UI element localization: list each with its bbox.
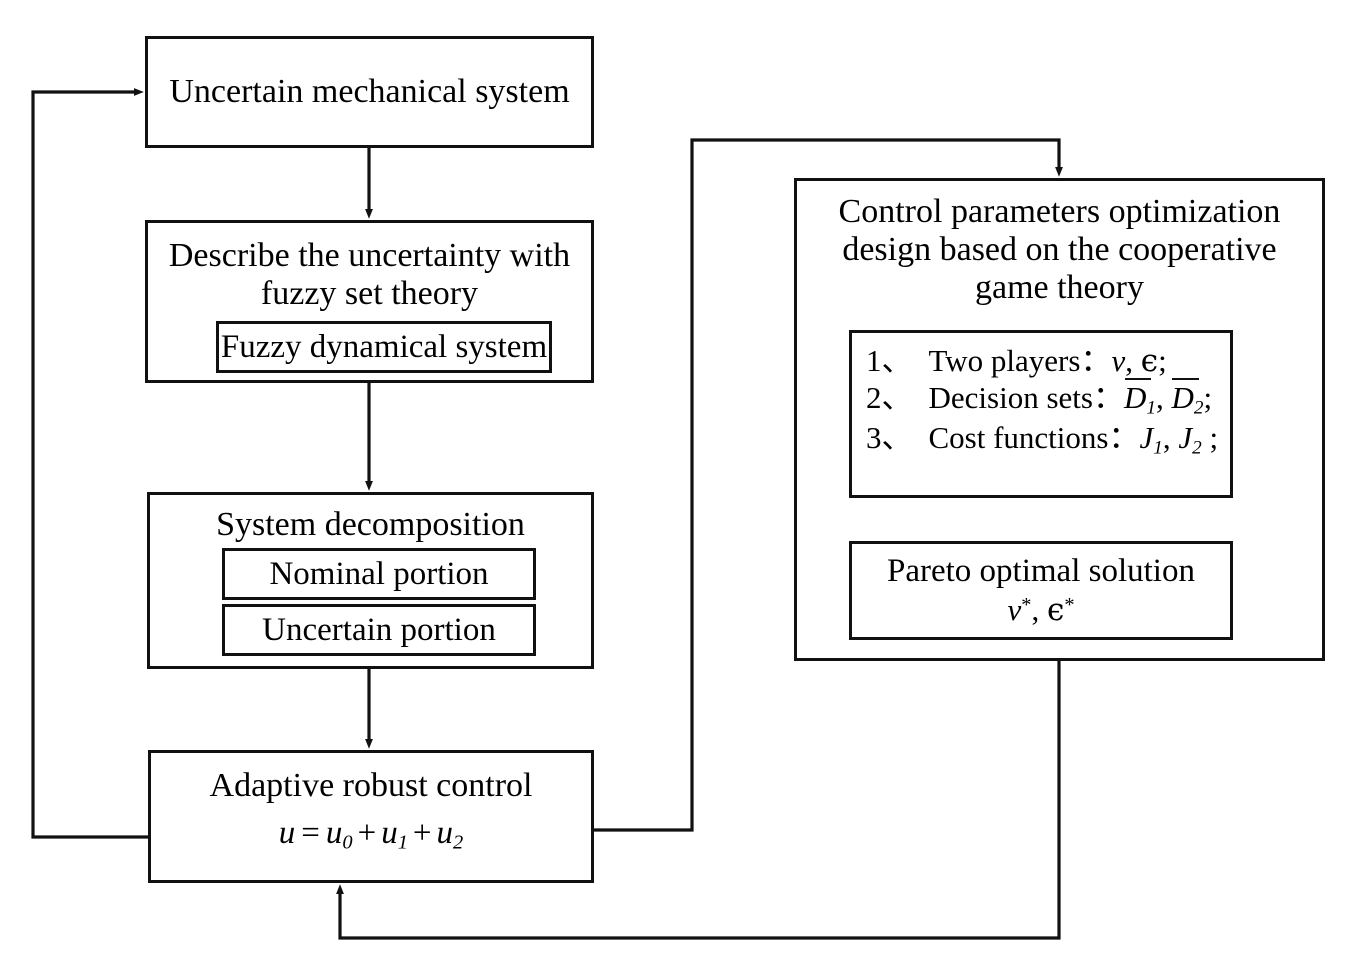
pareto-symbol-nu: ν: [1007, 591, 1022, 627]
game-setup-item-3-symbol-j1: J1: [1139, 419, 1163, 458]
game-setup-item-1-symbol-epsilon: ϵ: [1140, 343, 1159, 379]
box-nominal-portion: Nominal portion: [222, 548, 536, 600]
game-setup-item-3-mark: 、: [881, 419, 913, 455]
game-setup-item-3-colon: ：: [1108, 419, 1140, 455]
formula-plus-1: +: [357, 815, 377, 852]
game-setup-item-1-mark: 、: [881, 343, 913, 378]
box-adaptive-robust-control: Adaptive robust control u=u0+u1+u2: [148, 750, 594, 883]
game-setup-item-3: 3、Cost functions：J1, J2 ;: [866, 419, 1219, 458]
formula-plus-2: +: [412, 815, 432, 852]
box-pareto-optimal-solution-label: Pareto optimal solution: [887, 553, 1195, 590]
box-fuzzy-dynamical-system-label: Fuzzy dynamical system: [220, 328, 548, 365]
formula-subscript-0: 0: [342, 831, 353, 854]
game-setup-item-2-symbol-d2: D2: [1171, 378, 1204, 418]
formula-subscript-1: 1: [397, 831, 408, 854]
game-setup-item-2-number: 2: [866, 379, 882, 415]
pareto-optimal-symbols: ν*, ϵ*: [1007, 591, 1075, 628]
formula-term-0: u: [325, 815, 343, 852]
game-setup-item-3-label: Cost functions: [928, 419, 1109, 455]
box-uncertain-mechanical-system: Uncertain mechanical system: [145, 36, 594, 148]
game-setup-item-2-mark: 、: [881, 379, 913, 415]
game-setup-item-2-symbol-d1: D1: [1123, 378, 1156, 418]
box-uncertain-portion-label: Uncertain portion: [262, 611, 496, 648]
box-uncertain-portion: Uncertain portion: [222, 604, 536, 656]
formula-term-2: u: [436, 815, 454, 852]
box-system-decomposition-label: System decomposition: [216, 506, 525, 543]
box-game-setup: 1、Two players：ν, ϵ; 2、Decision sets：D1, …: [849, 330, 1233, 498]
formula-equals: =: [301, 815, 320, 852]
pareto-symbol-epsilon: ϵ: [1046, 591, 1065, 628]
box-pareto-optimal-solution: Pareto optimal solution ν*, ϵ*: [849, 541, 1233, 640]
formula-term-1: u: [381, 815, 398, 852]
game-setup-item-2: 2、Decision sets：D1, D2;: [866, 378, 1213, 418]
box-fuzzy-dynamical-system: Fuzzy dynamical system: [216, 321, 552, 373]
game-setup-item-3-symbol-j2: J2: [1178, 419, 1202, 458]
box-describe-uncertainty-label: Describe the uncertainty with fuzzy set …: [168, 237, 571, 313]
box-nominal-portion-label: Nominal portion: [269, 555, 489, 592]
adaptive-robust-control-formula: u=u0+u1+u2: [279, 815, 464, 855]
formula-subscript-2: 2: [453, 831, 464, 854]
connector-control-feedback-to-system: [31, 88, 148, 839]
box-adaptive-robust-control-label: Adaptive robust control: [209, 767, 533, 804]
game-setup-item-1-label: Two players: [928, 343, 1081, 378]
game-setup-item-2-label: Decision sets: [928, 379, 1093, 415]
game-setup-item-1-symbol-nu: ν: [1111, 343, 1126, 378]
box-control-parameters-optimization-label: Control parameters optimization design b…: [838, 193, 1281, 307]
game-setup-item-1-number: 1: [866, 343, 882, 378]
pareto-symbol-nu-star: *: [1021, 593, 1032, 616]
game-setup-item-3-number: 3: [866, 419, 882, 455]
game-setup-item-1: 1、Two players：ν, ϵ;: [866, 343, 1167, 379]
pareto-symbol-epsilon-star: *: [1064, 593, 1075, 616]
game-setup-item-1-colon: ：: [1080, 343, 1112, 378]
game-setup-item-2-colon: ：: [1092, 379, 1124, 415]
box-uncertain-mechanical-system-label: Uncertain mechanical system: [169, 72, 570, 110]
formula-lhs: u: [278, 815, 296, 852]
